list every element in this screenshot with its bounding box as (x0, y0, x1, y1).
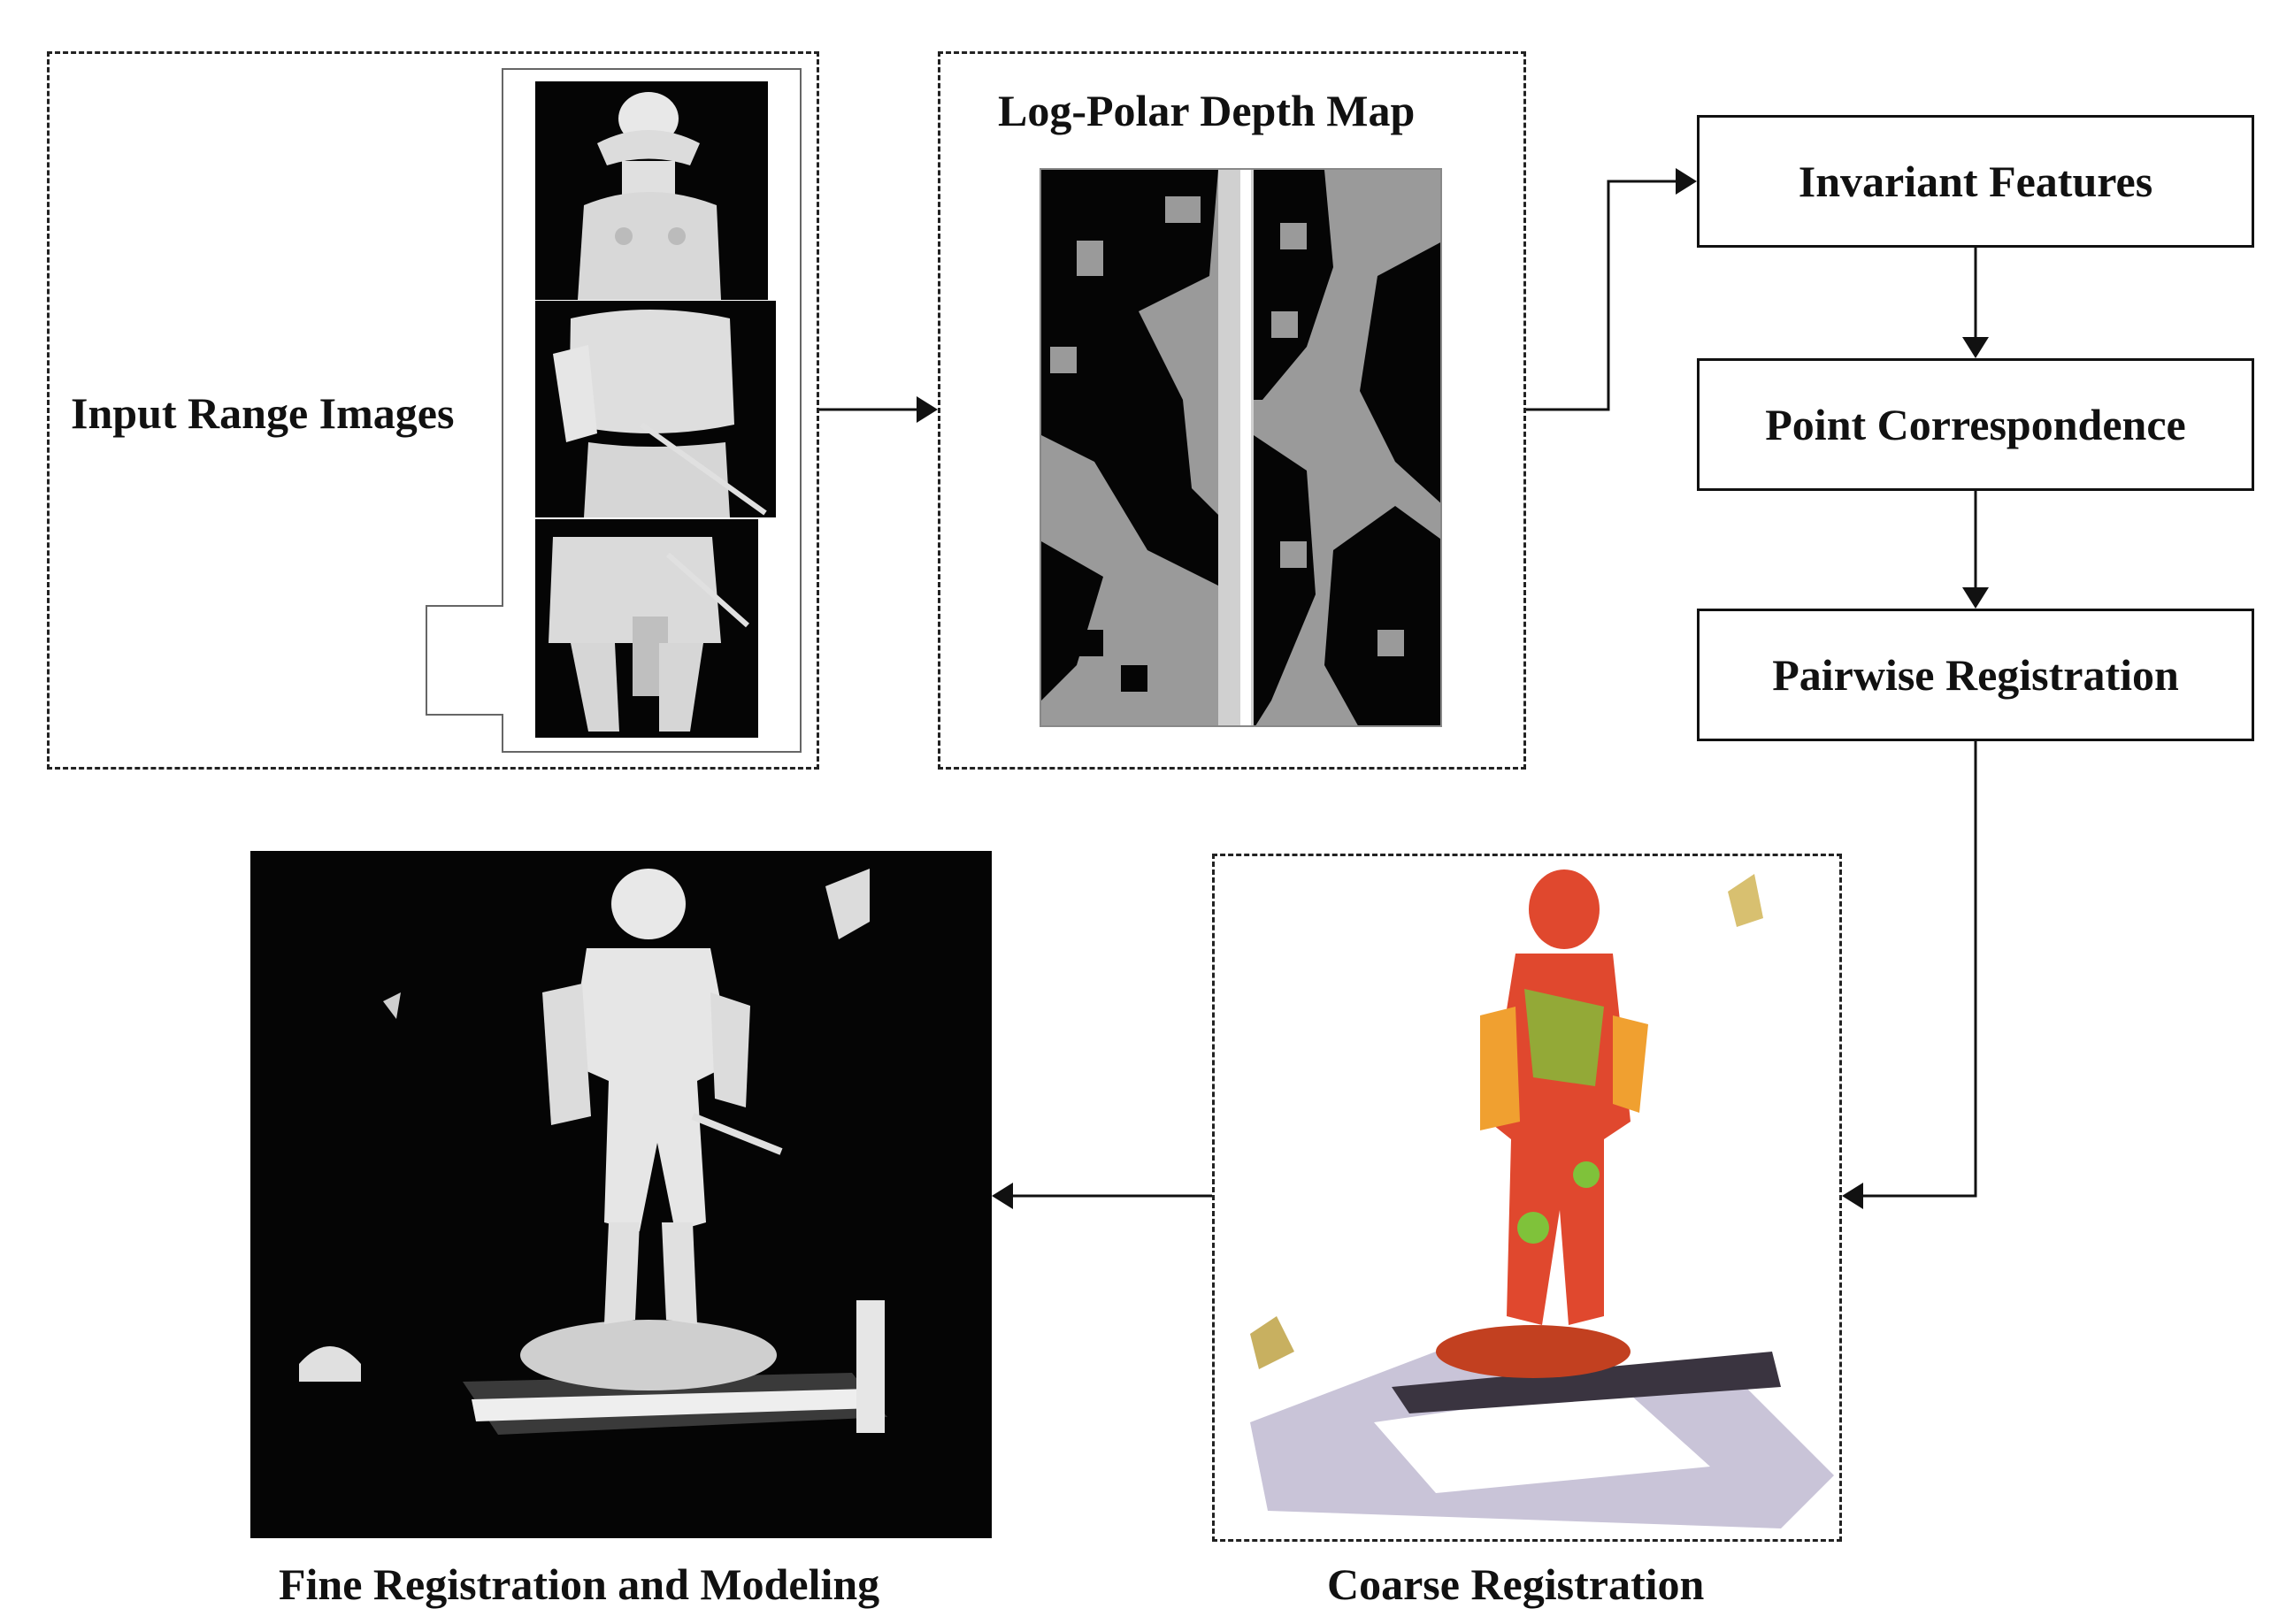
point-correspondence-box: Point Correspondence (1697, 358, 2254, 491)
arrow-head-icon (1842, 1183, 1863, 1209)
coarse-registration-image (1250, 869, 1834, 1528)
log-polar-depth-image (1040, 168, 1442, 727)
point-correspondence-label: Point Correspondence (1765, 400, 2186, 449)
range-image-middle (535, 301, 776, 517)
arrow-head-icon (1962, 337, 1989, 358)
coarse-registration-panel (1212, 854, 1842, 1542)
pairwise-registration-box: Pairwise Registration (1697, 609, 2254, 741)
input-range-images-group (47, 51, 819, 770)
arrow-head-icon (917, 396, 938, 423)
statue-model-render (299, 869, 887, 1435)
input-range-images-label: Input Range Images (71, 388, 455, 438)
statue-middle-icon (553, 310, 767, 517)
connector-logpolar-to-features (1526, 180, 1677, 411)
invariant-features-label: Invariant Features (1798, 157, 2153, 206)
range-image-top (535, 81, 768, 300)
invariant-features-box: Invariant Features (1697, 115, 2254, 248)
statue-upper-icon (578, 92, 721, 300)
range-image-bottom (535, 519, 758, 738)
arrow-head-icon (992, 1183, 1013, 1209)
fine-registration-label: Fine Registration and Modeling (279, 1559, 880, 1609)
statue-lower-icon (549, 537, 749, 732)
arrow-head-icon (1676, 168, 1697, 195)
depth-map-texture (1041, 170, 1440, 725)
fine-registration-image (250, 851, 992, 1538)
log-polar-group (938, 51, 1526, 770)
pairwise-registration-label: Pairwise Registration (1772, 650, 2179, 700)
coarse-registration-label: Coarse Registration (1327, 1559, 1705, 1609)
log-polar-label: Log-Polar Depth Map (998, 86, 1416, 135)
connector-pairwise-to-coarse (1861, 741, 1977, 1198)
arrow-head-icon (1962, 587, 1989, 609)
